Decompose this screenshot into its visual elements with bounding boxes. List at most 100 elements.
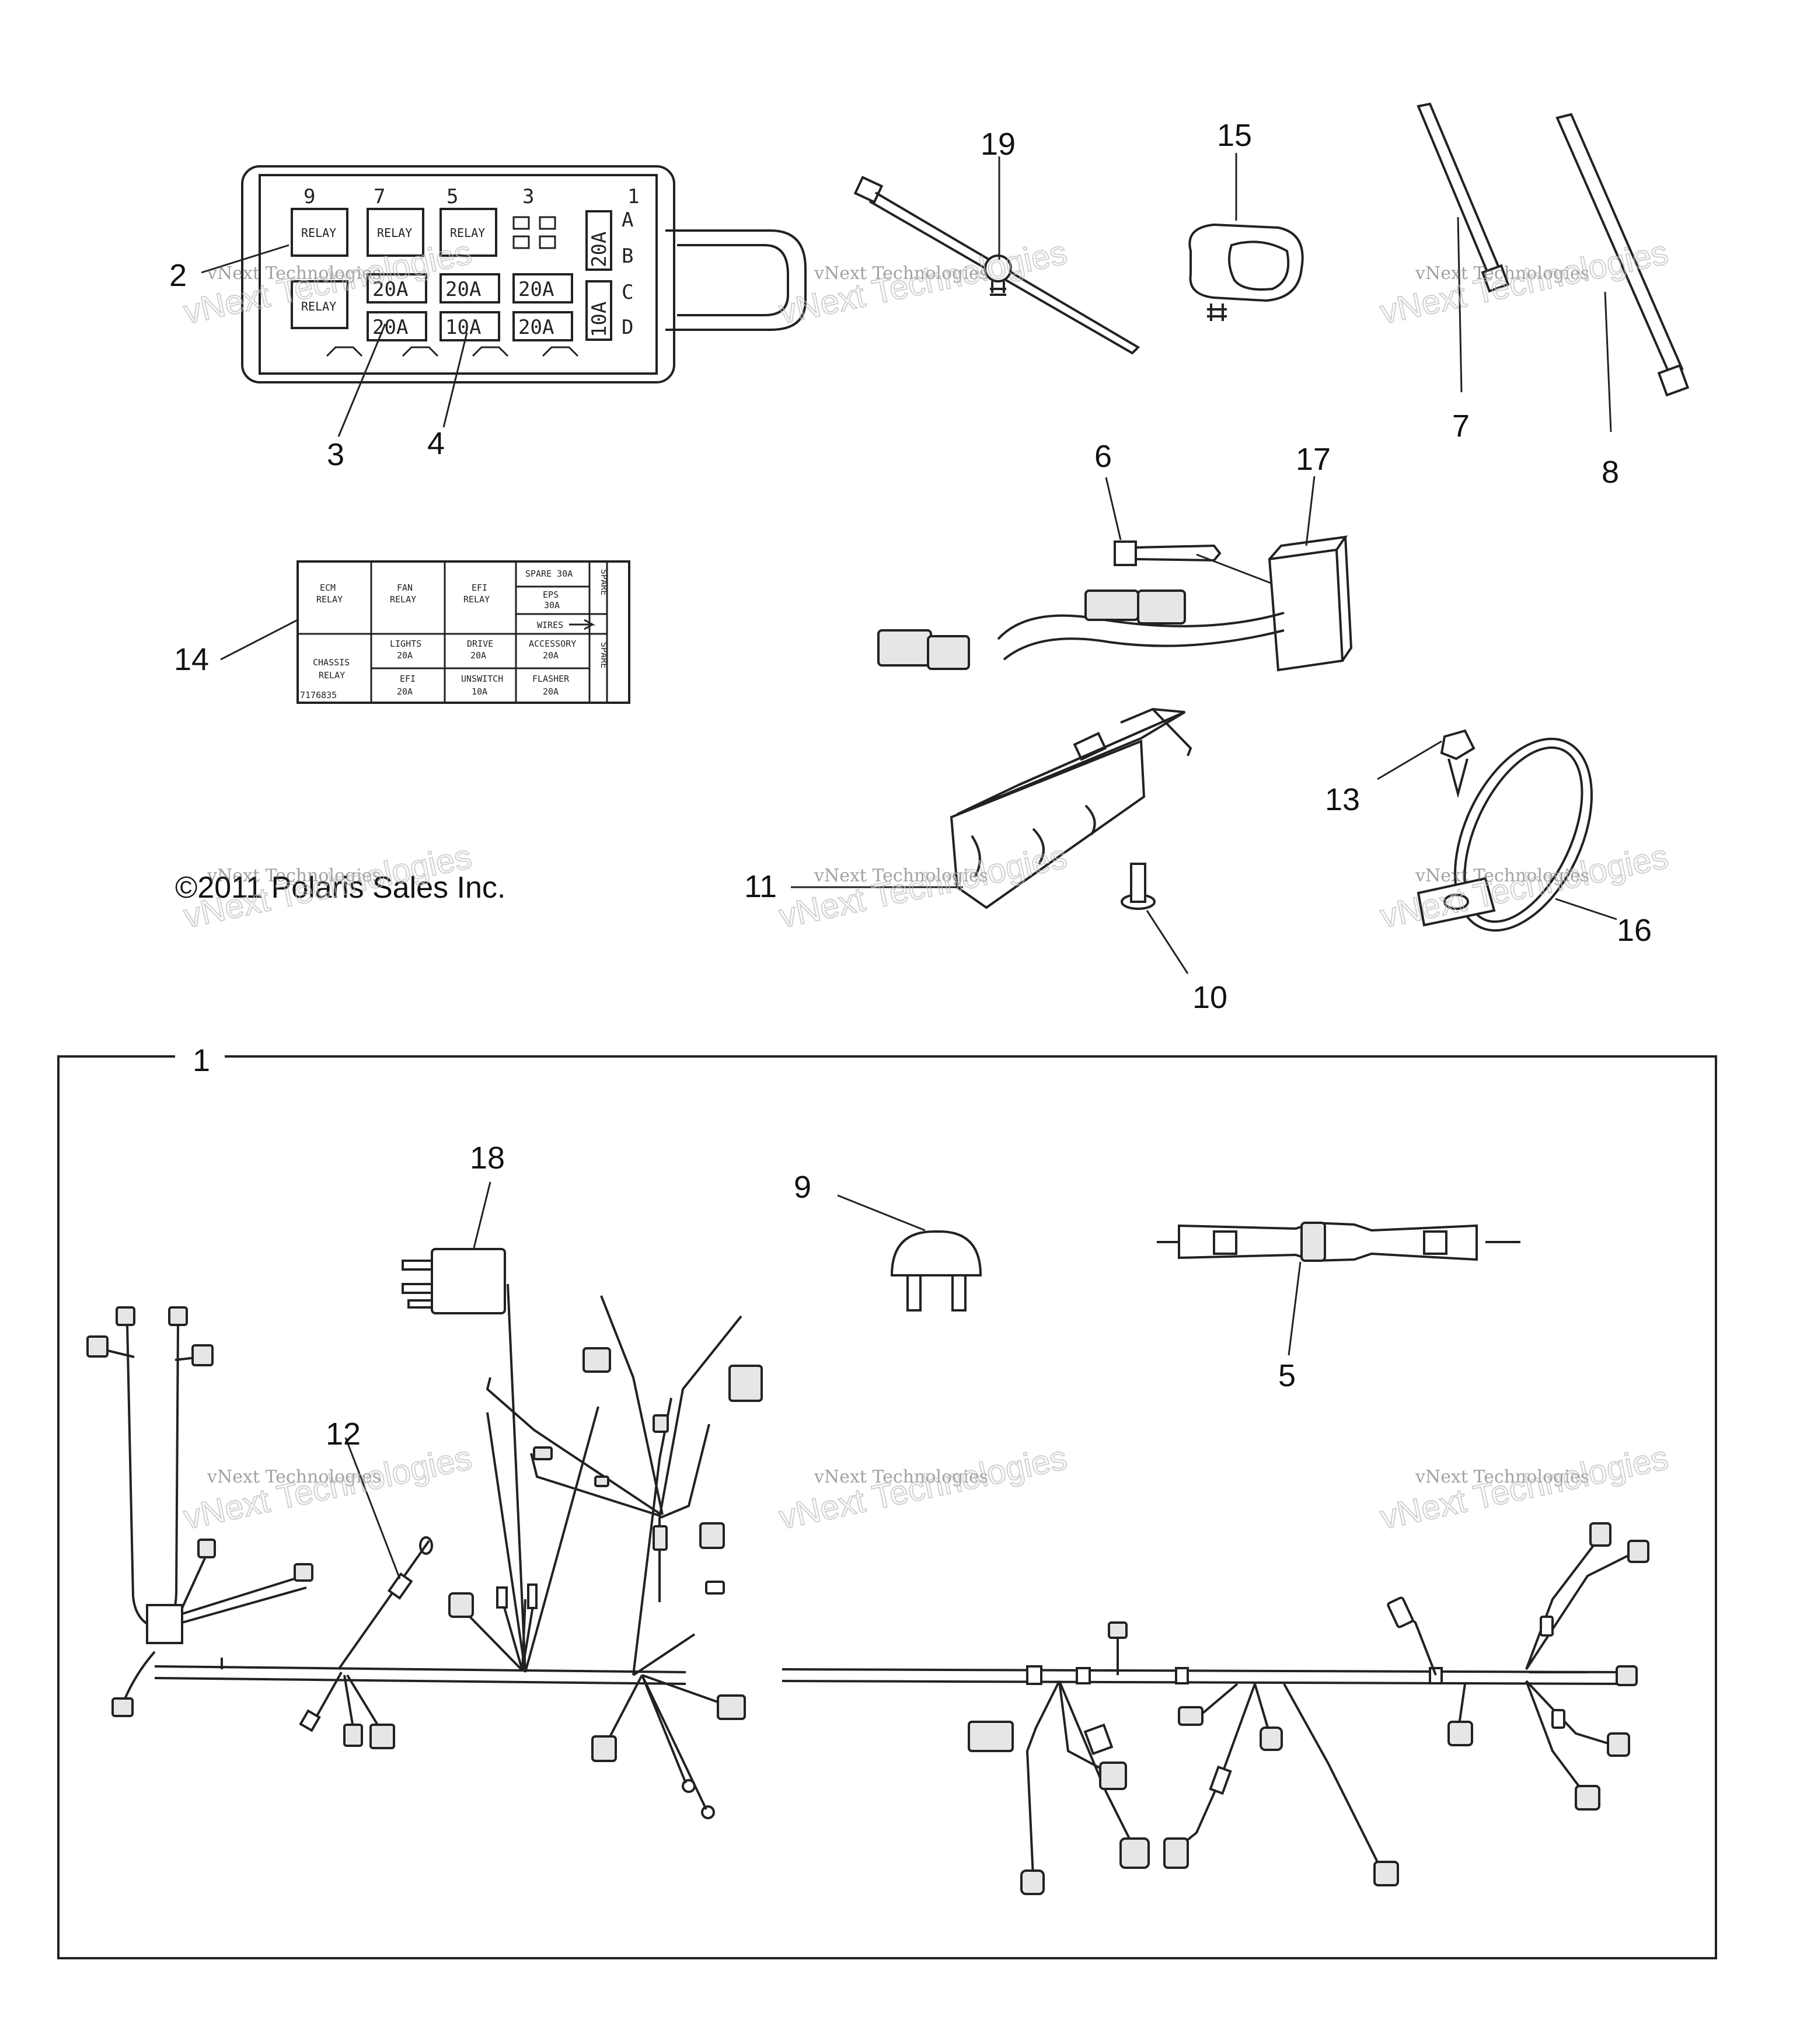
decal-eps: EPS <box>543 590 559 600</box>
callout-1: 1 <box>193 1043 210 1078</box>
decal-flasher: FLASHER <box>532 674 570 684</box>
callout-9: 9 <box>794 1170 811 1205</box>
decal-eps-30a: 30A <box>544 600 560 611</box>
leader-10 <box>1146 910 1189 974</box>
inline-fuse-5 <box>1157 1221 1520 1262</box>
relay-label-3: RELAY <box>450 226 485 240</box>
decal-lights: LIGHTS <box>390 639 421 649</box>
harness-kit-frame <box>57 1055 1717 1959</box>
leader-6 <box>1105 477 1122 540</box>
watermark-text: vNext Technologies <box>1415 1467 1589 1487</box>
decal-fan-relay: RELAY <box>390 594 416 605</box>
callout-10: 10 <box>1192 980 1227 1015</box>
callout-2: 2 <box>169 258 187 293</box>
relay-label-2: RELAY <box>377 226 412 240</box>
leader-13 <box>1377 740 1442 780</box>
screw-13 <box>1440 729 1475 798</box>
leader-14 <box>220 619 298 661</box>
adapter-harness-17 <box>877 535 1353 672</box>
watermark-outline: vNext Technologies <box>1377 1439 1671 1537</box>
callout-5: 5 <box>1278 1358 1296 1393</box>
fuse-20a-3: 20A <box>518 278 554 301</box>
watermark-outline: vNext Technologies <box>776 1439 1070 1537</box>
fuse-20a-1: 20A <box>372 278 408 301</box>
decal-spare-bottom: SPARE <box>599 642 609 668</box>
leader-7 <box>1457 217 1463 393</box>
decal-accessory-20a: 20A <box>543 650 559 661</box>
fuse-col-7: 7 <box>374 185 385 208</box>
callout-17: 17 <box>1296 442 1331 477</box>
watermark-text: vNext Technologies <box>814 866 988 886</box>
relay-label-1: RELAY <box>301 226 336 240</box>
watermark-group: vNext Technologies vNext Technologies vN… <box>180 233 1672 1537</box>
watermark-text: vNext Technologies <box>1415 263 1589 284</box>
decal-ecm-relay: RELAY <box>316 594 343 605</box>
decal-drive-20a: 20A <box>470 650 486 661</box>
relay-label-4: RELAY <box>301 299 336 313</box>
fuse-20a-4: 20A <box>372 316 408 339</box>
leader-9 <box>837 1194 926 1232</box>
fuse-9 <box>890 1230 982 1311</box>
rivet-10 <box>1121 863 1156 910</box>
fuse-row-a: A <box>622 208 633 232</box>
decal-chassis-relay: RELAY <box>319 670 345 681</box>
callout-19: 19 <box>981 127 1016 162</box>
screw-6 <box>1114 540 1222 566</box>
leader-3 <box>337 323 386 437</box>
callout-7: 7 <box>1452 409 1470 444</box>
fuse-20a-2: 20A <box>445 278 481 301</box>
watermark-text: vNext Technologies <box>207 1467 381 1487</box>
fuse-20a-5: 20A <box>518 316 554 339</box>
callout-16: 16 <box>1617 913 1652 948</box>
watermark-text: vNext Technologies <box>207 263 381 284</box>
callout-15: 15 <box>1217 118 1252 153</box>
relay-18 <box>402 1248 506 1314</box>
decal-wires: WIRES <box>537 620 563 630</box>
leader-18 <box>473 1181 491 1248</box>
fuse-col-3: 3 <box>522 185 534 208</box>
fuse-col-5: 5 <box>446 185 458 208</box>
side-fuse-20a: 20A <box>588 232 611 267</box>
decal-flasher-20a: 20A <box>543 686 559 697</box>
decal-ecm: ECM <box>320 582 336 593</box>
fuse-decal: ECM RELAY FAN RELAY EFI RELAY SPARE 30A … <box>296 560 630 704</box>
decal-drive: DRIVE <box>467 639 493 649</box>
callout-18: 18 <box>470 1140 505 1176</box>
decal-unswitch-10a: 10A <box>472 686 487 697</box>
fuse-col-9: 9 <box>304 185 315 208</box>
copyright: ©2011 Polaris Sales Inc. <box>175 871 505 905</box>
cable-tie-19 <box>853 176 1140 355</box>
watermark-text: vNext Technologies <box>814 1467 988 1487</box>
fuse-row-c: C <box>622 281 633 304</box>
leader-6b <box>1196 553 1273 585</box>
decal-efi2-20a: 20A <box>397 686 413 697</box>
decal-efi: EFI <box>472 582 487 593</box>
decal-lights-20a: 20A <box>397 650 413 661</box>
fuse-row-d: D <box>622 316 633 339</box>
main-harness-left <box>86 1283 763 1819</box>
callout-14: 14 <box>174 642 209 677</box>
leader-17 <box>1305 476 1316 546</box>
watermark-text: vNext Technologies <box>814 263 988 284</box>
decal-spare-top: SPARE <box>599 569 609 595</box>
callout-12: 12 <box>326 1417 361 1452</box>
decal-efi-relay: RELAY <box>463 594 490 605</box>
leader-2 <box>201 244 289 274</box>
cable-tie-7 <box>1417 102 1510 293</box>
clamp-16 <box>1417 737 1593 932</box>
bracket-11 <box>950 707 1192 909</box>
fuse-row-b: B <box>622 245 633 268</box>
decal-efi2: EFI <box>400 674 416 684</box>
decal-spare-30a: SPARE 30A <box>525 568 573 579</box>
cable-tie-8 <box>1555 113 1690 397</box>
decal-fan: FAN <box>397 582 413 593</box>
fuse-10a: 10A <box>445 316 481 339</box>
callout-6: 6 <box>1094 439 1112 474</box>
callout-13: 13 <box>1325 782 1360 817</box>
callout-4: 4 <box>427 426 445 461</box>
fuse-box: 9 7 5 3 1 A B C D RELAY RELAY RELAY RELA… <box>241 165 807 383</box>
decal-chassis: CHASSIS <box>313 657 350 668</box>
side-fuse-10a: 10A <box>588 302 611 337</box>
leader-12 <box>344 1437 401 1579</box>
main-harness-right <box>782 1522 1649 1895</box>
